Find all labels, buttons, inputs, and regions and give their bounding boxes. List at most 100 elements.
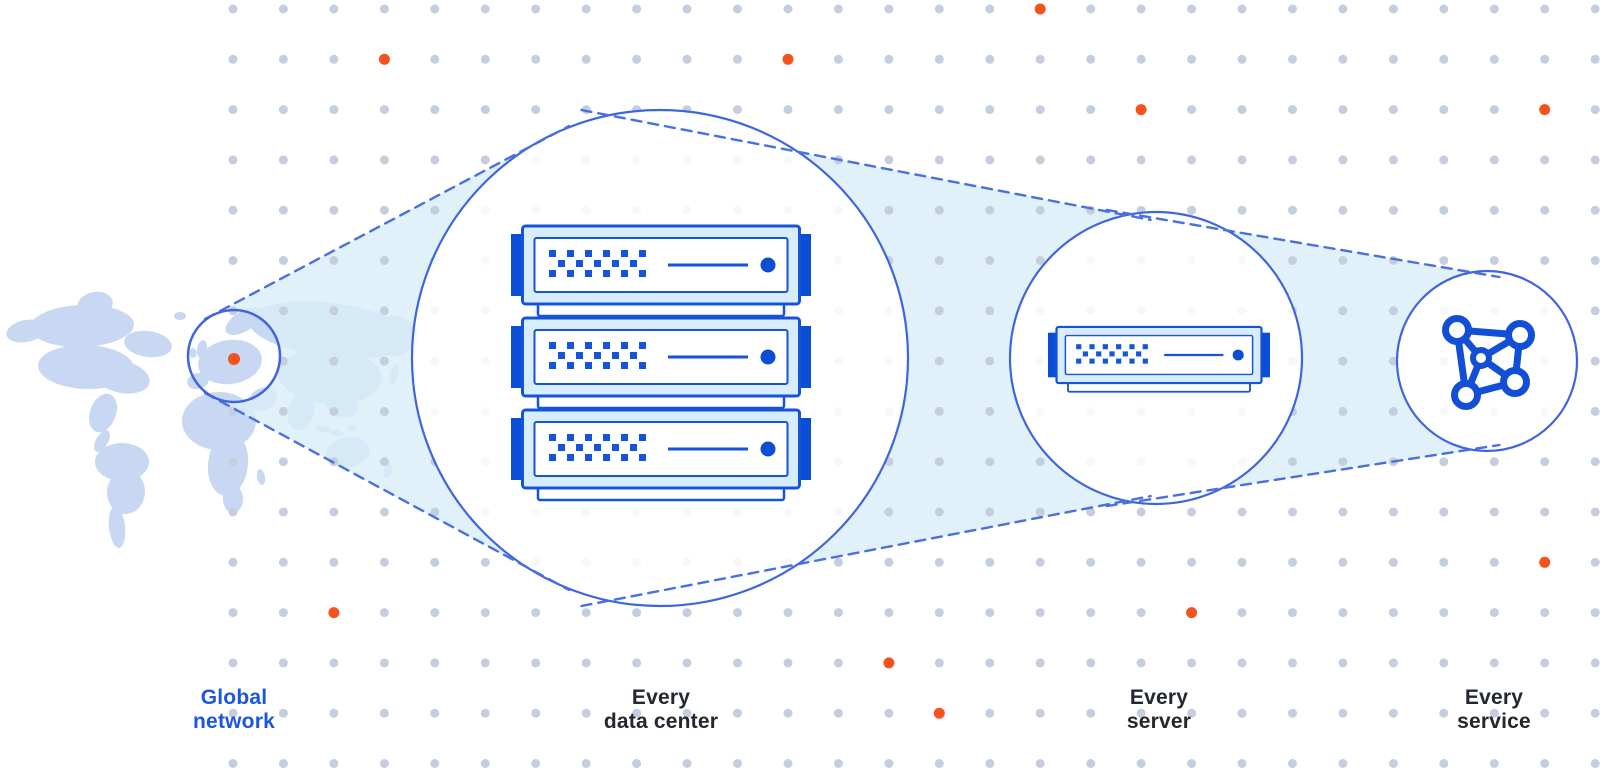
grid-dot [379,205,389,215]
grid-dot [1338,557,1348,567]
tangent-map-datacenter-bottom [203,391,571,592]
grid-dot [985,256,995,265]
grid-dot [1187,759,1197,768]
landmass-africa [182,392,266,513]
stage-label-line: Every [631,686,691,709]
grid-dot [379,256,389,265]
grid-dot-orange [328,607,340,619]
rack-server-2 [509,316,813,410]
grid-dot [1439,557,1449,567]
grid-dot [329,105,339,115]
grid-dot [430,608,440,618]
zoom-cone-server-to-service [1131,211,1472,505]
tangent-datacenter-server-bottom [580,494,1152,608]
grid-dot [934,205,944,215]
grid-dot [1338,105,1348,115]
grid-dot [1540,658,1550,668]
grid-dot [1288,4,1297,14]
grid-dot [1136,759,1146,768]
grid-dot [581,54,591,64]
rack-server-1 [509,224,813,318]
grid-dot [1338,759,1348,768]
grid-dot [581,708,591,718]
grid-dot [934,105,944,115]
grid-dot [985,457,995,467]
landmass-north-america [6,291,172,452]
grid-dot [1489,105,1499,115]
grid-dot [278,54,288,64]
grid-dot [430,557,440,567]
grid-dot [1590,708,1600,718]
grid-dot [682,708,692,718]
grid-dot [379,708,389,718]
grid-dot [1489,457,1499,467]
grid-dot [884,507,894,517]
zoom-tangent-lines [203,108,1501,608]
grid-dot [480,105,490,115]
grid-dot [329,708,339,718]
grid-dot [884,4,894,14]
grid-dot [379,608,389,618]
grid-dot-orange [883,657,895,669]
grid-dot [1237,708,1247,718]
grid-dot [833,658,843,668]
grid-dot [1338,457,1348,467]
grid-dot [379,356,389,366]
grid-dot [1388,4,1398,14]
grid-dot [1439,457,1449,467]
grid-dot [329,256,339,265]
grid-dot [833,708,843,718]
grid-dot [1540,507,1550,517]
grid-dot [1237,155,1247,165]
grid-dot [682,54,692,64]
grid-dot [985,759,995,768]
stage-label-line: Every [1464,686,1524,709]
zoom-cone-map-to-datacenter [212,139,543,577]
grid-dot [1590,457,1600,467]
grid-dot [1489,205,1499,215]
grid-dot [1590,507,1600,517]
stage-label-every-service: Every service [1384,686,1604,734]
grid-dot [1489,155,1499,165]
grid-dot [632,54,642,64]
grid-dot [632,759,642,768]
grid-dot [1136,4,1146,14]
grid-dot [228,406,238,416]
grid-dot [228,608,238,618]
grid-dot [1187,4,1197,14]
grid-dot [1388,507,1398,517]
grid-dot [1338,406,1348,416]
grid-dot [934,658,944,668]
grid-dot [278,256,288,265]
stage-label-line: server [1126,710,1192,733]
grid-dot [1590,557,1600,567]
grid-dot [985,708,995,718]
grid-dot [1035,557,1045,567]
grid-dot [480,4,490,14]
grid-dot [1439,4,1449,14]
grid-dot [1136,557,1146,567]
grid-dot [1388,54,1398,64]
grid-dot [1540,608,1550,618]
grid-dot [379,155,389,165]
grid-dot [1136,608,1146,618]
grid-dot [733,708,742,718]
grid-dot [833,557,843,567]
grid-dot [985,54,995,64]
grid-dot-orange [378,53,390,65]
grid-dot [1439,54,1449,64]
grid-dot [1489,608,1499,618]
grid-dot [228,54,238,64]
grid-dot [1187,155,1197,165]
stage-label-global-network: Global network [124,686,344,734]
grid-dot [1489,708,1499,718]
single-server [1046,325,1272,393]
grid-dot [1590,54,1600,64]
grid-dot [1338,658,1348,668]
grid-dot [278,105,288,115]
grid-dot-orange [933,707,945,719]
grid-dot [1388,759,1398,768]
grid-dot [1035,205,1045,215]
grid-dot [884,759,894,768]
grid-dot [430,759,440,768]
